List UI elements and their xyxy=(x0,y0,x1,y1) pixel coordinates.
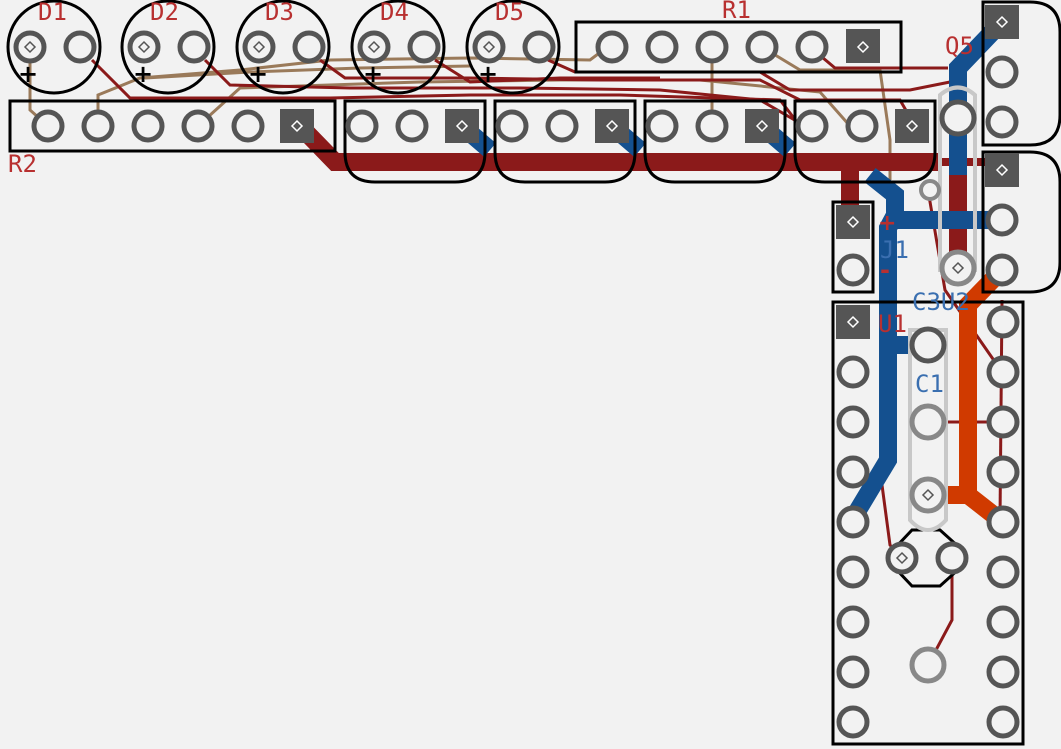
transistor-pads xyxy=(345,5,1019,287)
led-d3-outline xyxy=(235,0,331,95)
labels: D1 D2 D3 D4 D5 R1 R2 Q5 J1 U1 C1 C3U2 + … xyxy=(8,0,974,398)
j1-pads xyxy=(836,205,870,287)
r1-pads xyxy=(595,29,880,64)
q1-outline xyxy=(343,99,487,184)
label-d3: D3 xyxy=(265,0,294,26)
q3-outline xyxy=(643,99,787,184)
label-d2: D2 xyxy=(150,0,179,26)
label-c1: C1 xyxy=(915,370,944,398)
j1-plus-marker: + xyxy=(878,211,896,236)
q5-outline xyxy=(981,0,1061,147)
label-d4: D4 xyxy=(380,0,409,26)
label-d5: D5 xyxy=(495,0,524,26)
pads xyxy=(13,5,1020,739)
label-c3u2: C3U2 xyxy=(912,288,970,316)
bottom-silkscreen xyxy=(908,85,977,532)
u1-outline xyxy=(831,300,1025,746)
label-q5: Q5 xyxy=(945,32,974,60)
u1-pads xyxy=(836,305,1020,739)
led-d5-outline xyxy=(465,0,561,95)
label-d1: D1 xyxy=(38,0,67,26)
led-d4-polarity: + xyxy=(363,60,383,88)
label-r1: R1 xyxy=(722,0,751,24)
q6-outline xyxy=(981,150,1061,294)
square-pad-markers xyxy=(290,15,1009,329)
label-u1: U1 xyxy=(878,310,907,338)
j1-minus-marker: - xyxy=(880,256,890,284)
led-d2-outline xyxy=(120,0,216,95)
component-outlines xyxy=(6,0,1061,746)
j1-outline xyxy=(831,200,875,294)
misc-pads xyxy=(885,99,977,684)
label-j1: J1 xyxy=(880,236,909,264)
pad-markers xyxy=(23,40,965,565)
r2-outline xyxy=(8,99,337,153)
led-d2-polarity: + xyxy=(133,60,153,88)
led-d4-outline xyxy=(350,0,446,95)
led-d1-polarity: + xyxy=(18,60,38,88)
r1-outline xyxy=(574,20,903,74)
r2-pads xyxy=(31,109,314,143)
label-r2: R2 xyxy=(8,150,37,178)
q4-outline xyxy=(793,99,937,184)
led-d1-outline xyxy=(6,0,102,95)
led-d3-polarity: + xyxy=(248,60,268,88)
led-pads xyxy=(13,30,556,64)
q2-outline xyxy=(493,99,637,184)
led-d5-polarity: + xyxy=(478,60,498,88)
